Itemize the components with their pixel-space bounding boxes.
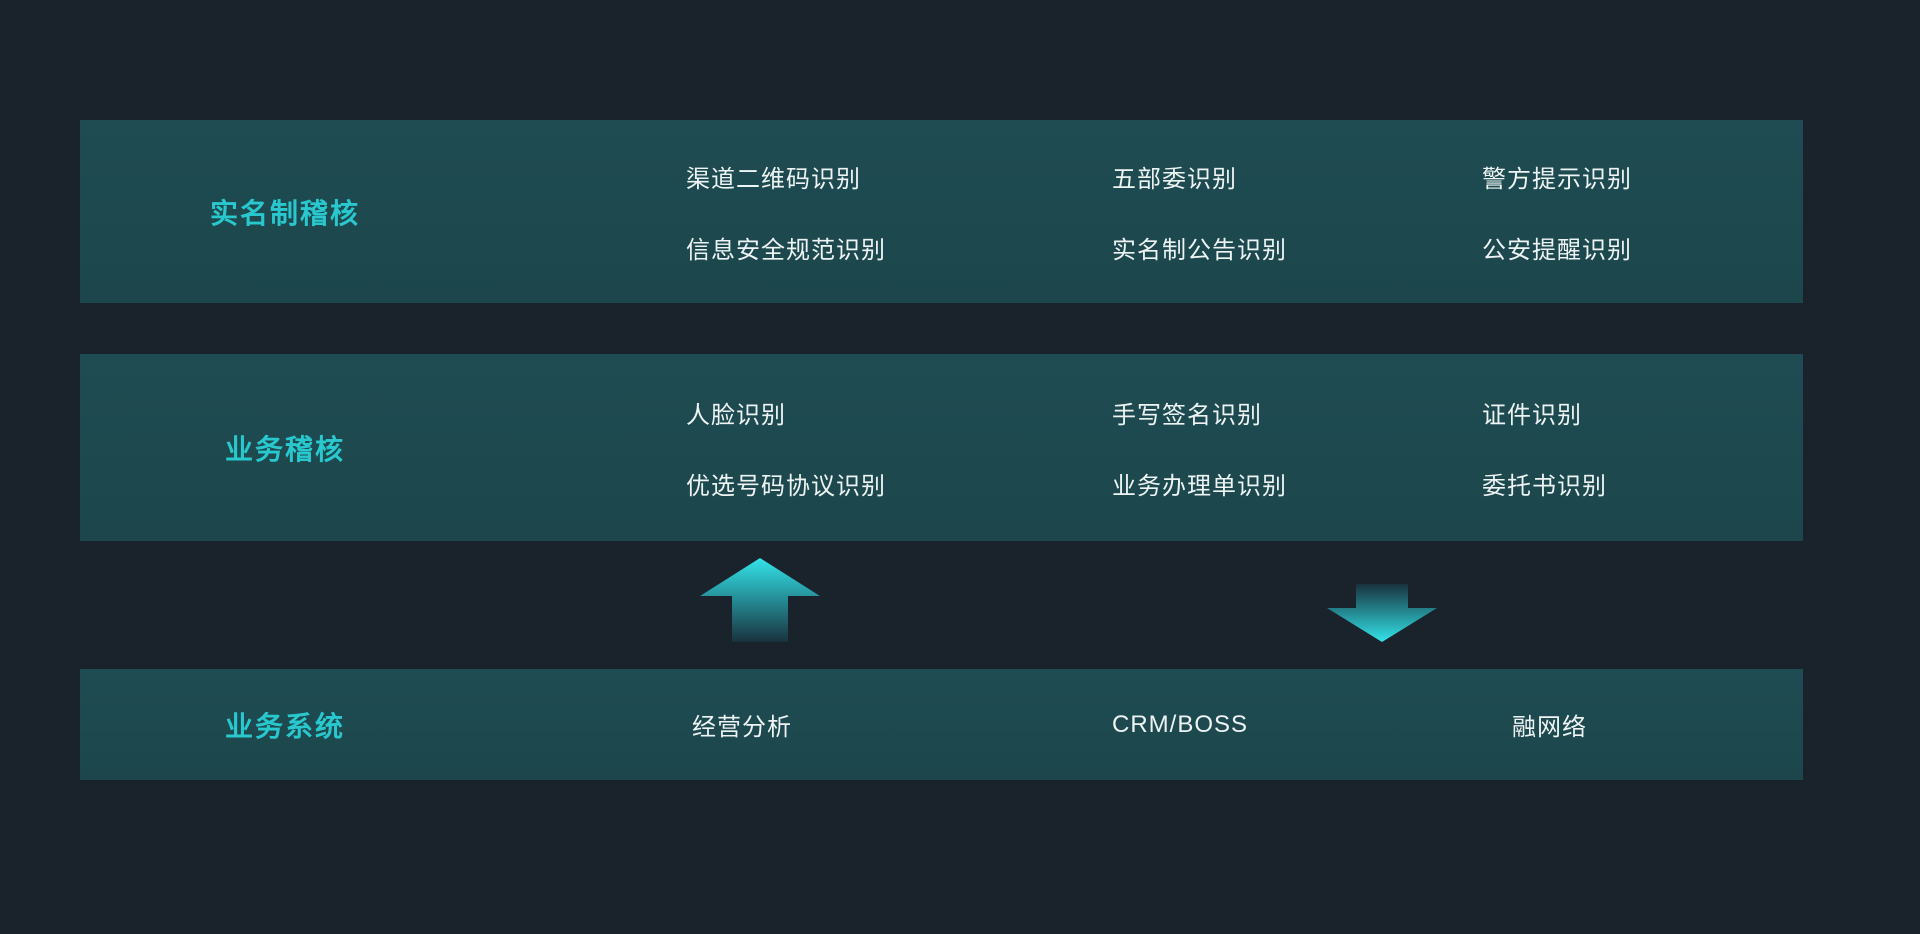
audit-item: 信息安全规范识别 <box>686 236 886 264</box>
realname-audit-column-2: 五部委识别 实名制公告识别 <box>1112 120 1287 303</box>
audit-item: 警方提示识别 <box>1482 165 1632 193</box>
audit-item: 公安提醒识别 <box>1482 236 1632 264</box>
arrow-down-icon <box>1327 584 1437 642</box>
audit-item: 人脸识别 <box>686 401 786 429</box>
system-item: 经营分析 <box>692 714 792 741</box>
system-item: CRM/BOSS <box>1112 710 1249 738</box>
business-audit-column-1: 人脸识别 优选号码协议识别 <box>686 354 886 541</box>
audit-item: 业务办理单识别 <box>1112 472 1287 500</box>
band-business-systems-label: 业务系统 <box>224 710 345 742</box>
band-business-audit: 业务稽核 人脸识别 优选号码协议识别 手写签名识别 业务办理单识别 证件识别 委… <box>80 354 1803 541</box>
system-item: 融网络 <box>1512 714 1587 741</box>
audit-item: 手写签名识别 <box>1112 401 1262 429</box>
arrow-up-icon <box>700 558 820 642</box>
audit-item: 渠道二维码识别 <box>686 165 861 193</box>
business-audit-column-2: 手写签名识别 业务办理单识别 <box>1112 354 1287 541</box>
audit-item: 实名制公告识别 <box>1112 236 1287 264</box>
band-realname-audit-label: 实名制稽核 <box>209 197 360 229</box>
audit-item: 五部委识别 <box>1112 165 1237 193</box>
audit-item: 委托书识别 <box>1482 472 1607 500</box>
band-realname-audit: 实名制稽核 渠道二维码识别 信息安全规范识别 五部委识别 实名制公告识别 警方提… <box>80 120 1803 303</box>
realname-audit-column-3: 警方提示识别 公安提醒识别 <box>1482 120 1632 303</box>
audit-item: 优选号码协议识别 <box>686 472 886 500</box>
realname-audit-column-1: 渠道二维码识别 信息安全规范识别 <box>686 120 886 303</box>
audit-item: 证件识别 <box>1482 401 1582 429</box>
band-business-audit-label: 业务稽核 <box>224 433 345 465</box>
business-audit-column-3: 证件识别 委托书识别 <box>1482 354 1607 541</box>
band-business-systems: 业务系统 经营分析 CRM/BOSS 融网络 <box>80 669 1803 780</box>
